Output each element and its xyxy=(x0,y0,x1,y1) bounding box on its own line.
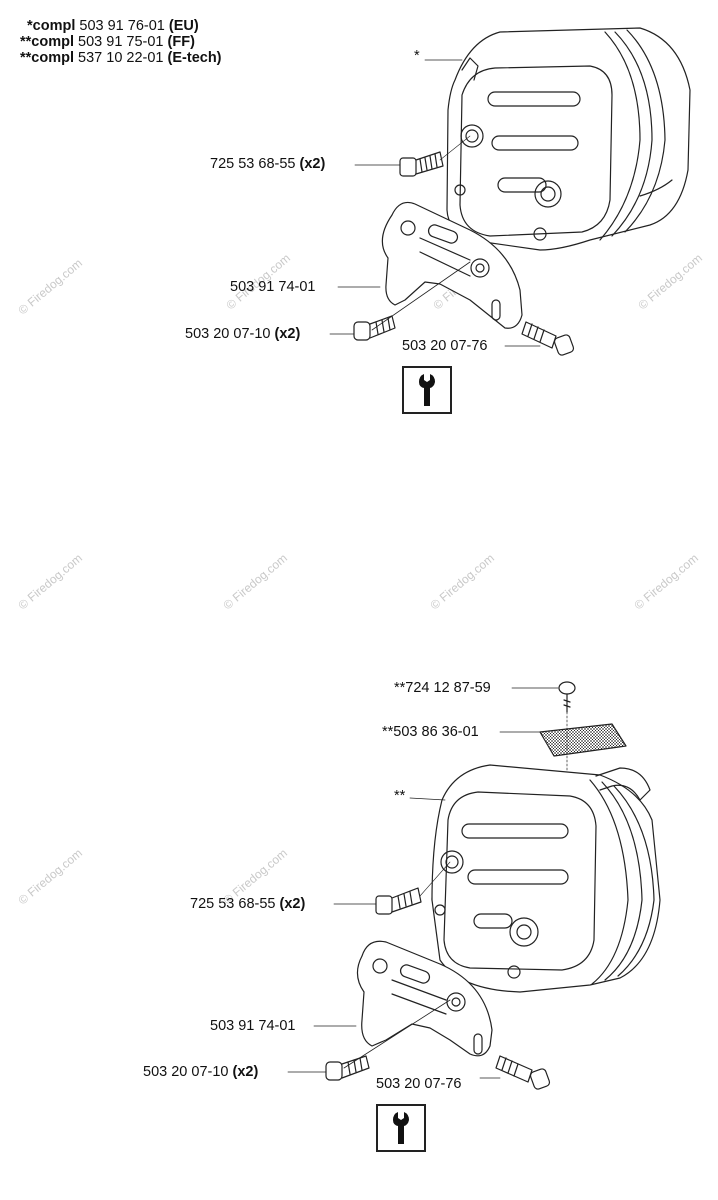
label-bolt-503200776-bottom: 503 20 07-76 xyxy=(376,1076,462,1092)
bolt-503200776-top xyxy=(521,321,575,356)
header-prefix: **compl xyxy=(20,50,74,66)
part-number: 725 53 68-55 xyxy=(190,896,276,912)
tool-info-box-bottom xyxy=(376,1104,426,1152)
bracket-bottom xyxy=(356,940,493,1057)
label-bracket-bottom: 503 91 74-01 xyxy=(210,1018,296,1034)
header-number: 537 10 22-01 xyxy=(78,50,164,66)
muffler-marker-bottom: ** xyxy=(394,788,406,804)
label-screw-725-bottom: 725 53 68-55 (x2) xyxy=(190,896,305,912)
bolt-503200776-bottom xyxy=(495,1055,551,1090)
label-bolt-503200710-bottom: 503 20 07-10 (x2) xyxy=(143,1064,258,1080)
header-prefix: **compl xyxy=(20,34,74,50)
tool-info-box-top xyxy=(402,366,452,414)
wrench-icon xyxy=(419,374,435,406)
screw-725-top xyxy=(399,151,444,177)
bolt-503200710-bottom xyxy=(325,1055,370,1081)
muffler-top xyxy=(446,27,691,251)
part-qty: (x2) xyxy=(299,156,326,172)
part-number: 725 53 68-55 xyxy=(210,156,296,172)
header-number: 503 91 75-01 xyxy=(78,34,164,50)
part-number: 503 20 07-10 xyxy=(143,1064,229,1080)
header-suffix: (FF) xyxy=(167,34,195,50)
header-line-1: *compl 503 91 76-01 (EU) xyxy=(27,18,199,34)
label-bracket-top: 503 91 74-01 xyxy=(230,279,316,295)
muffler-bottom xyxy=(431,764,661,993)
muffler-marker-top: * xyxy=(414,48,420,64)
bracket-top xyxy=(381,201,523,329)
screen-bottom xyxy=(539,723,627,757)
header-suffix: (E-tech) xyxy=(167,50,222,66)
part-qty: (x2) xyxy=(232,1064,259,1080)
screw-725-bottom xyxy=(375,887,422,915)
header-line-3: **compl 537 10 22-01 (E-tech) xyxy=(20,50,222,66)
label-screen-bottom: **503 86 36-01 xyxy=(382,724,479,740)
header-number: 503 91 76-01 xyxy=(79,18,165,34)
small-screw-bottom xyxy=(558,681,576,713)
label-bolt-503200710-top: 503 20 07-10 (x2) xyxy=(185,326,300,342)
header-suffix: (EU) xyxy=(168,18,199,34)
header-prefix: *compl xyxy=(27,18,76,34)
bolt-503200710-top xyxy=(353,315,396,341)
part-number: 503 20 07-10 xyxy=(185,326,271,342)
label-small-screw-bottom: **724 12 87-59 xyxy=(394,680,491,696)
header-line-2: **compl 503 91 75-01 (FF) xyxy=(20,34,195,50)
part-qty: (x2) xyxy=(279,896,306,912)
label-bolt-503200776-top: 503 20 07-76 xyxy=(402,338,488,354)
wrench-icon xyxy=(393,1112,409,1144)
part-qty: (x2) xyxy=(274,326,301,342)
label-screw-725-top: 725 53 68-55 (x2) xyxy=(210,156,325,172)
